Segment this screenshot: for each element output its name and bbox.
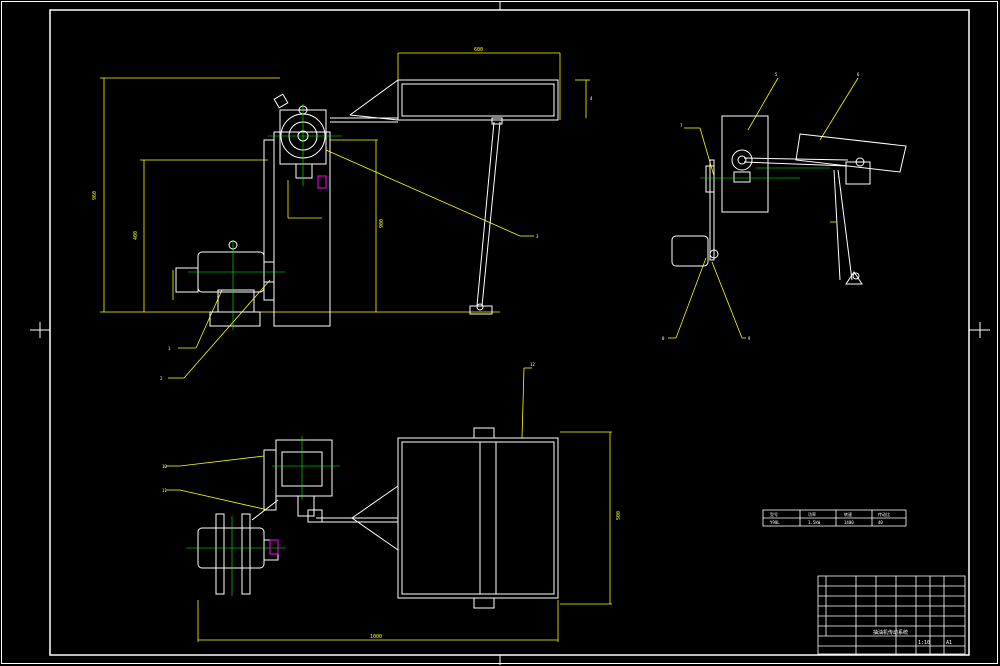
top-view-accent bbox=[269, 539, 279, 555]
title-block-drawing-title: 抽油机传动系统 bbox=[873, 629, 908, 636]
callout-top-10: 10 bbox=[162, 464, 167, 469]
dim-bottom-width: 1000 bbox=[370, 634, 382, 640]
callout-front-3: 3 bbox=[536, 234, 539, 239]
top-view-dimensions bbox=[166, 367, 612, 642]
top-view-structure bbox=[197, 427, 559, 609]
title-block-sheet: A1 bbox=[946, 640, 952, 646]
callout-side-7: 7 bbox=[680, 123, 683, 128]
top-view-centerlines bbox=[186, 436, 340, 596]
top-view-texts: 1000 500 bbox=[370, 511, 622, 640]
spec-value-2: 1400 bbox=[844, 520, 854, 525]
callouts-top: 10 11 12 bbox=[162, 362, 535, 493]
side-view-leaders bbox=[668, 77, 859, 339]
dim-right-height: 900 bbox=[379, 219, 385, 228]
dim-overall-height: 960 bbox=[92, 191, 98, 200]
dim-top-width: 600 bbox=[474, 47, 483, 53]
dim-table-height: 500 bbox=[616, 511, 622, 520]
front-view: 600 960 400 900 bbox=[92, 47, 593, 381]
dim-mid-height: 400 bbox=[133, 231, 139, 240]
callout-side-8: 8 bbox=[662, 336, 665, 341]
spec-header-2: 转速 bbox=[844, 511, 852, 517]
callout-front-4: 4 bbox=[590, 96, 593, 101]
walking-beam bbox=[330, 79, 559, 315]
brake-accent bbox=[317, 175, 327, 189]
spec-value-0: Y90L bbox=[770, 520, 780, 525]
callout-front-2: 2 bbox=[160, 376, 163, 381]
motor-front-centerline bbox=[188, 240, 285, 330]
callout-top-11: 11 bbox=[162, 488, 167, 493]
side-view: 5 6 7 8 9 bbox=[662, 72, 907, 341]
gearbox-column bbox=[263, 93, 331, 327]
spec-header-1: 功率 bbox=[808, 511, 816, 517]
callout-top-12: 12 bbox=[530, 362, 535, 367]
spec-header-3: 传动比 bbox=[878, 511, 890, 517]
gearbox-centerlines bbox=[268, 104, 342, 186]
callout-side-6: 6 bbox=[857, 72, 860, 77]
callout-side-9: 9 bbox=[748, 336, 751, 341]
side-view-structure bbox=[671, 115, 907, 285]
callouts-front: 1 2 3 4 bbox=[160, 96, 593, 381]
spec-value-1: 1.5kW bbox=[808, 520, 821, 525]
title-block: 抽油机传动系统 1:10 A1 bbox=[817, 575, 966, 655]
front-view-dimensions bbox=[100, 52, 590, 379]
front-view-dimension-texts: 600 960 400 900 bbox=[92, 47, 483, 240]
spec-value-3: 40 bbox=[878, 520, 883, 525]
callout-front-1: 1 bbox=[168, 346, 171, 351]
spec-table: 型号 功率 转速 传动比 Y90L 1.5kW 1400 40 bbox=[762, 509, 907, 527]
callouts-side: 5 6 7 8 9 bbox=[662, 72, 860, 341]
callout-side-5: 5 bbox=[775, 72, 778, 77]
top-view: 1000 500 10 11 12 bbox=[162, 362, 622, 642]
motor-front bbox=[175, 240, 275, 327]
title-block-scale: 1:10 bbox=[918, 640, 930, 646]
spec-header-0: 型号 bbox=[770, 511, 778, 517]
side-view-centerlines bbox=[700, 167, 830, 179]
